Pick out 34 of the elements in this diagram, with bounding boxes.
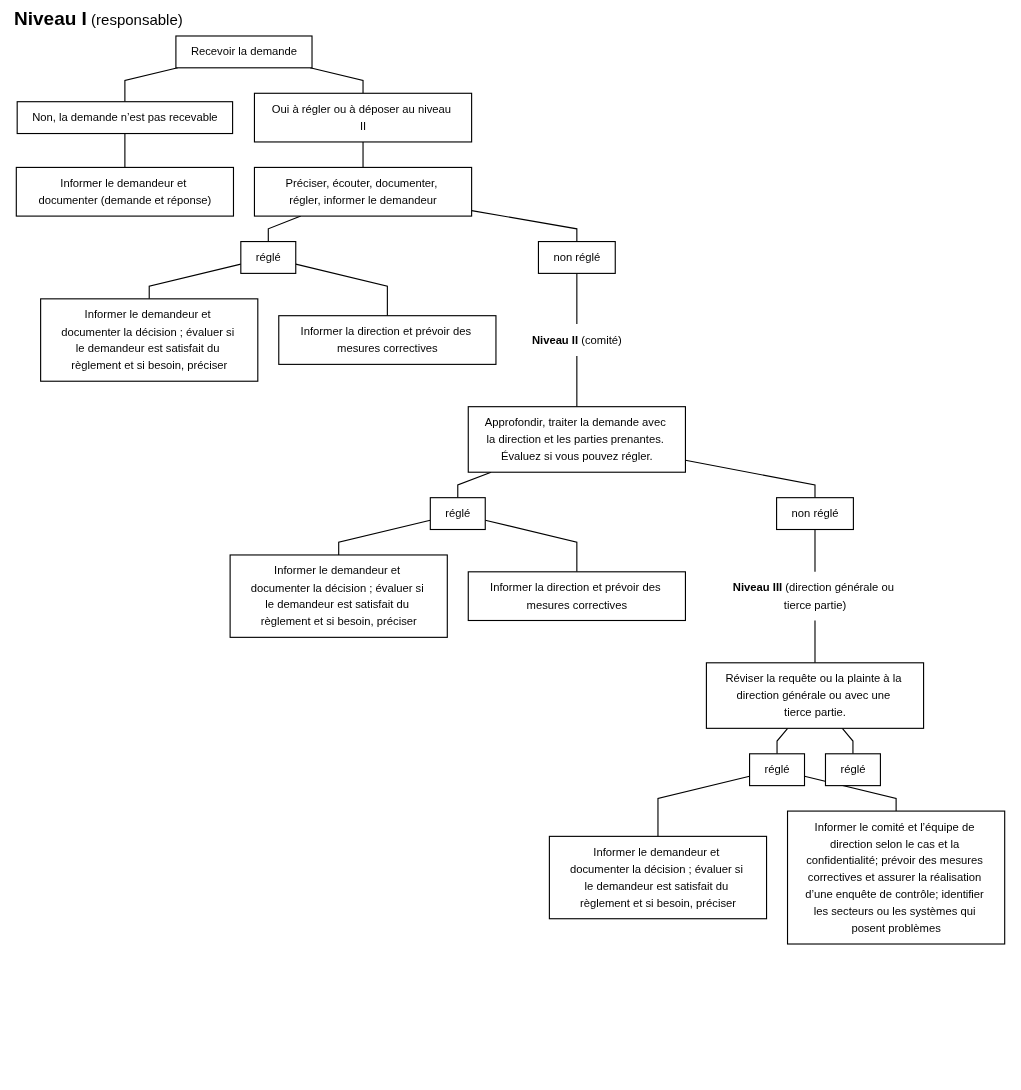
process-box: Informer le demandeur et documenter (demande et réponse)	[15, 166, 235, 217]
process-box: réglé	[749, 753, 806, 787]
connector-line	[309, 67, 364, 94]
process-box: réglé	[240, 241, 297, 274]
connector-line	[814, 528, 816, 573]
process-box: Informer la direction et prévoir des mesures correctives	[278, 315, 497, 365]
process-box: réglé	[429, 497, 486, 531]
process-box: réglé	[824, 753, 881, 787]
connector-line	[814, 619, 816, 664]
connector-line	[576, 272, 578, 325]
process-box: non réglé	[537, 241, 616, 274]
process-box: Informer le demandeur et documenter la décision ; évaluer si le demandeur est satisfait du règlement et si besoin, préciser	[40, 298, 259, 382]
process-box: Informer le demandeur et documenter la décision ; évaluer si le demandeur est satisfait du règlement et si besoin, préciser	[229, 554, 448, 638]
connector-line	[362, 141, 364, 168]
process-box: Recevoir la demande	[175, 35, 313, 69]
process-box: Informer le comité et l’équipe de direction selon le cas et la confidentialité; prévoir des mesures correctives et assurer la réalisation d’une enquête de contrôle; identifier les secteurs ou les systèmes qui posent problèmes	[786, 810, 1006, 945]
process-box: Oui à régler ou à déposer au niveau II	[253, 92, 473, 143]
process-box: Préciser, écouter, documenter, régler, informer le demandeur	[253, 166, 473, 217]
connector-line	[776, 727, 789, 755]
process-box: non réglé	[776, 497, 854, 531]
process-box: Approfondir, traiter la demande avec la direction et les parties prenantes. Évaluez si vous pouvez régler.	[467, 406, 686, 473]
connector-line	[295, 263, 388, 317]
level-heading: Niveau II (comité)	[531, 333, 622, 346]
connector-line	[338, 519, 431, 556]
level-heading: Niveau I (responsable)	[14, 8, 183, 30]
connector-line	[124, 132, 126, 168]
process-box: Réviser la requête ou la plainte à la direction générale ou avec une tierce partie.	[705, 662, 925, 729]
connector-line	[841, 727, 854, 755]
level-heading: Niveau III (direction générale ou tierce partie)	[732, 580, 894, 611]
process-box: Informer la direction et prévoir des mesures correctives	[467, 571, 686, 622]
connector-line	[576, 355, 578, 408]
process-box: Non, la demande n’est pas recevable	[16, 101, 234, 135]
process-box: Informer le demandeur et documenter la décision ; évaluer si le demandeur est satisfait du règlement et si besoin, préciser	[548, 835, 768, 920]
connector-line	[471, 210, 578, 243]
